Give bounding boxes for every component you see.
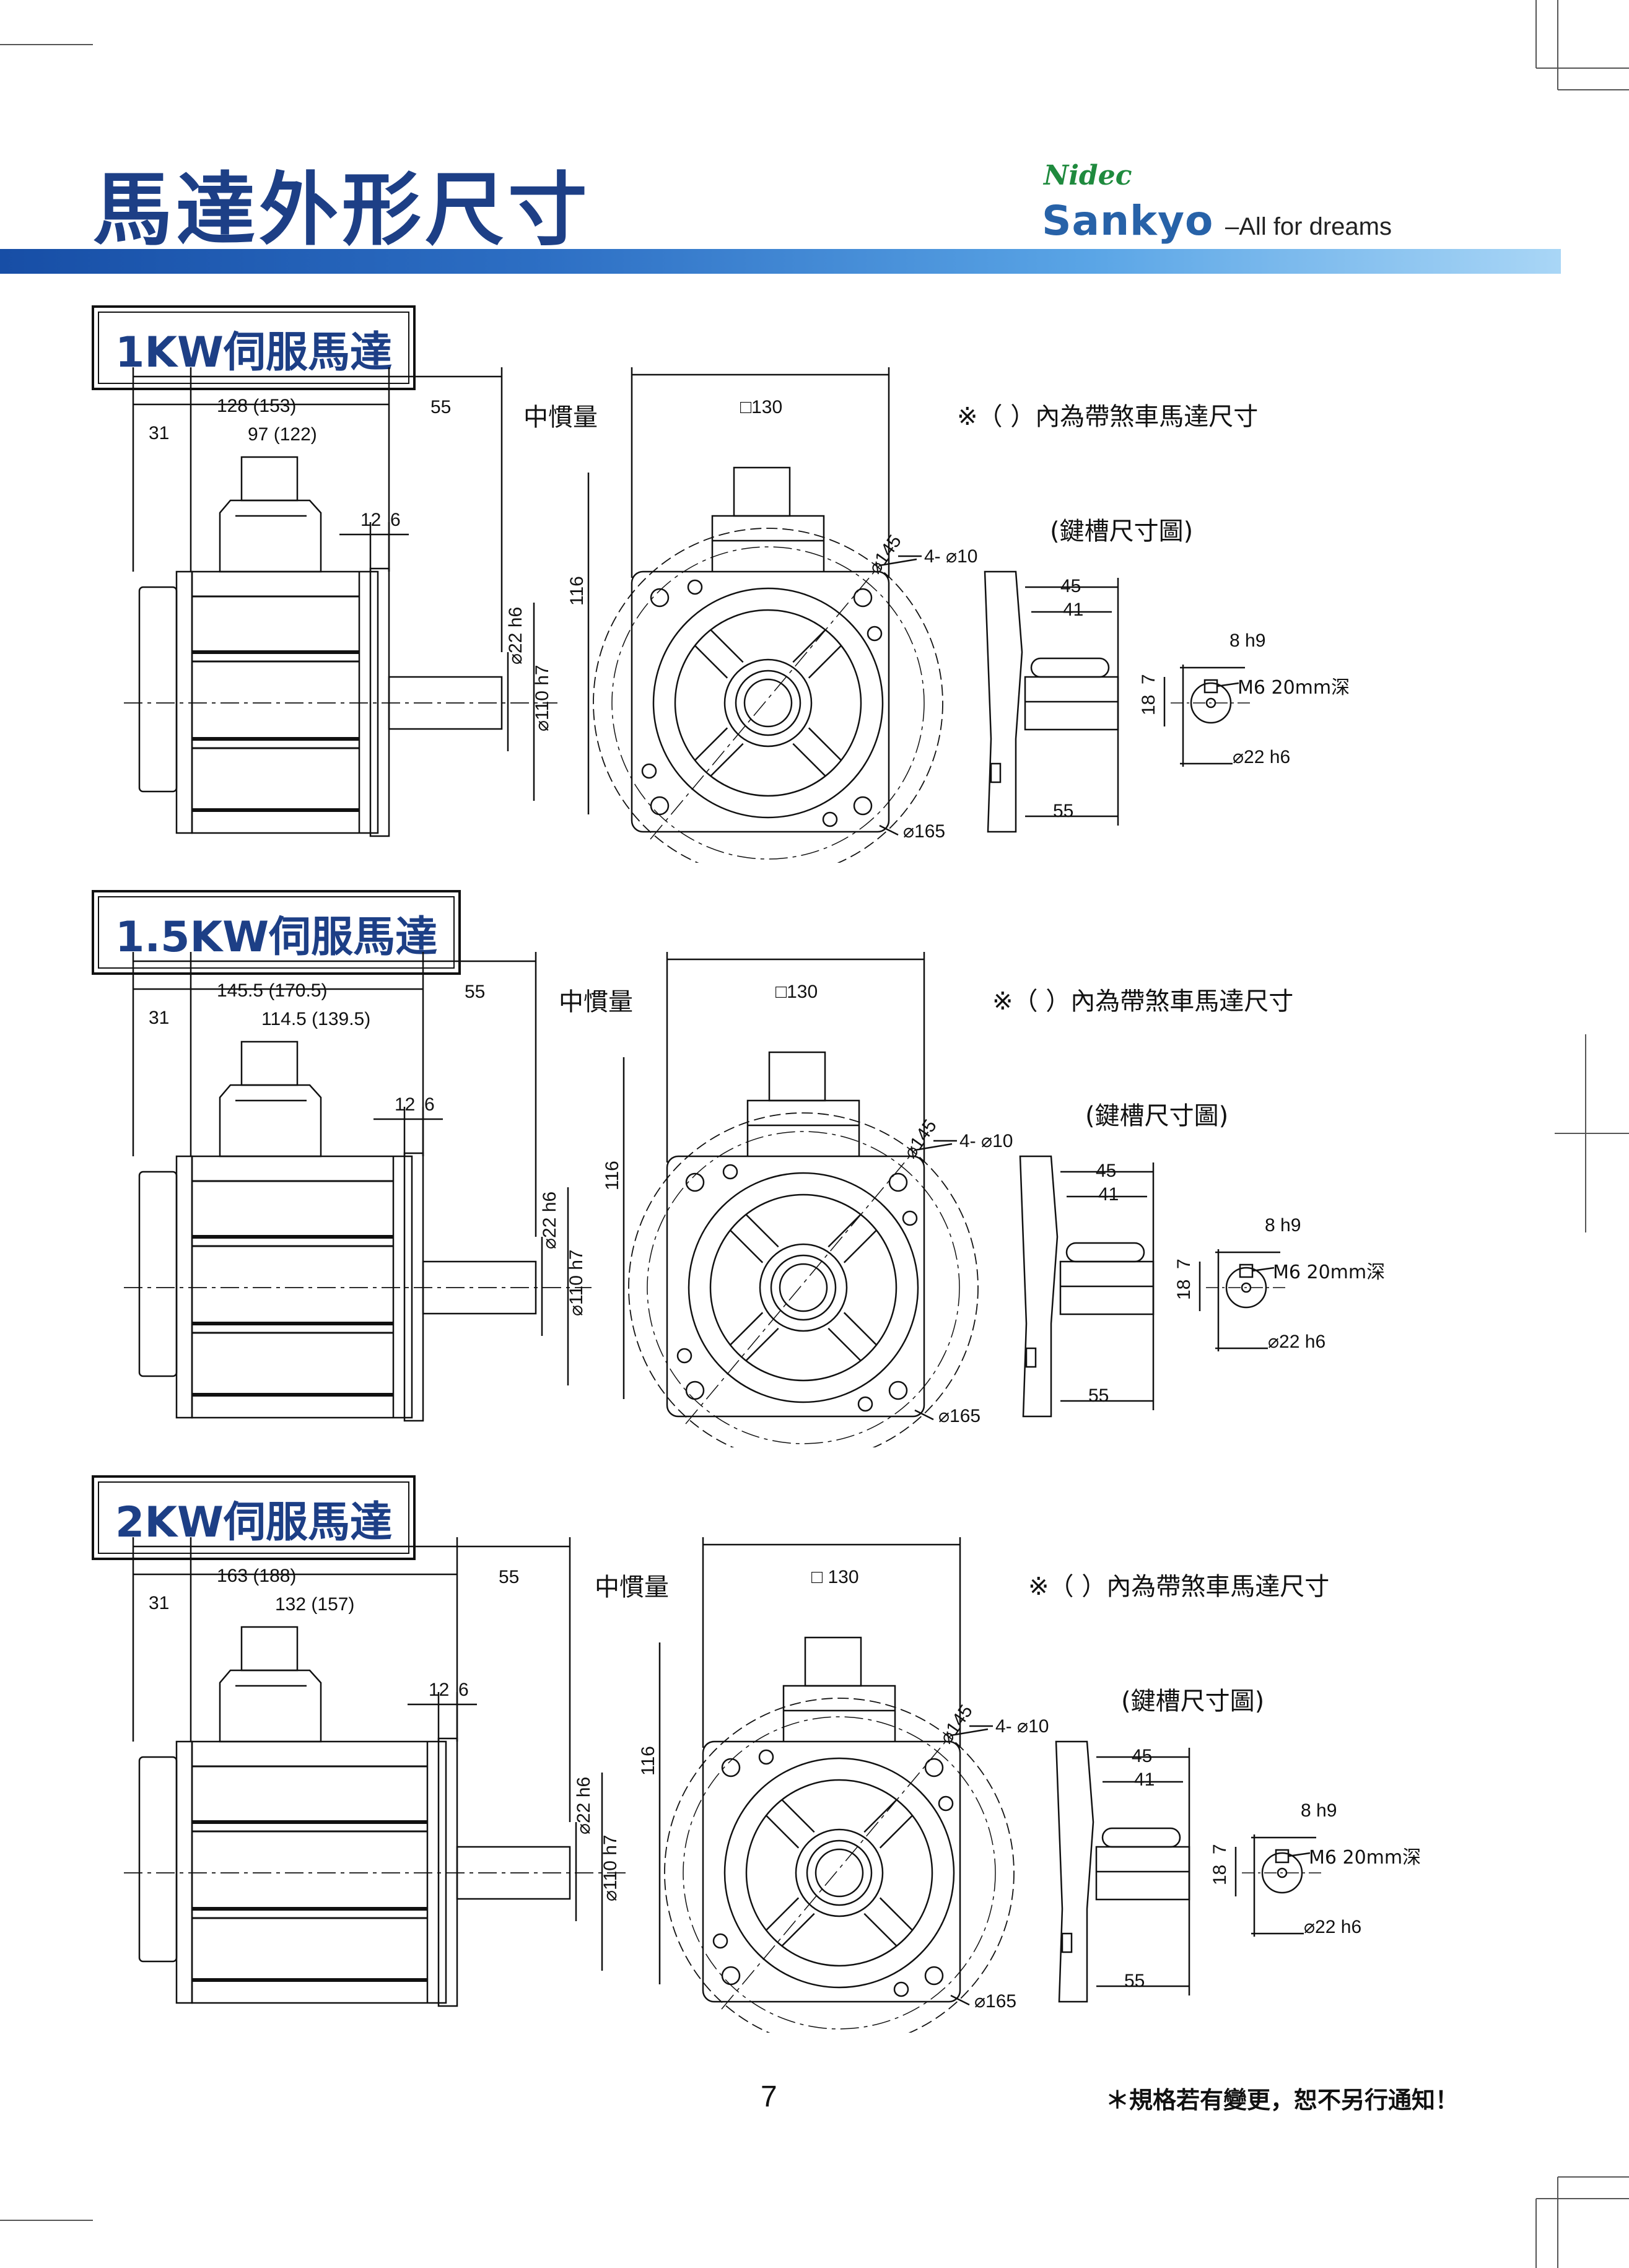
shaft-length-dim: 55 (499, 1567, 520, 1587)
mount-holes-dim: 4- ⌀10 (959, 1131, 1013, 1151)
spigot-diameter-dim: ⌀110 h7 (566, 1249, 587, 1316)
shaft-diameter-dim: ⌀22 h6 (574, 1776, 594, 1834)
key-shaft-length-dim: 55 (1053, 801, 1074, 821)
page-title: 馬達外形尺寸 (93, 164, 592, 256)
brake-dimension-note: ※（ ）內為帶煞車馬達尺寸 (1028, 1572, 1330, 1601)
key-width-dim: 8 h9 (1229, 630, 1266, 651)
flange-gap-dim: 6 (458, 1680, 469, 1700)
motor-section: 2KW伺服馬達 163 (188) 31 132 (157) 55 12 6 ⌀22 h6 ⌀1… (0, 1475, 1629, 2033)
keyway-title: (鍵槽尺寸圖) (1085, 1102, 1229, 1130)
key-length-inner-dim: 41 (1063, 600, 1084, 620)
body-length-dim: 132 (157) (275, 1594, 355, 1615)
brake-dimension-note: ※（ ）內為帶煞車馬達尺寸 (992, 987, 1294, 1016)
header-gradient-bar (0, 249, 1561, 274)
flange-thickness-dim: 12 (429, 1680, 450, 1700)
body-length-dim: 97 (122) (248, 424, 317, 445)
motor-section: 1KW伺服馬達 128 (153) 31 97 (122) 55 12 6 ⌀22 h6 ⌀11… (0, 305, 1629, 863)
flange-thickness-dim: 12 (395, 1094, 416, 1115)
height-dim: 116 (602, 1161, 622, 1190)
shaft-length-dim: 55 (430, 397, 452, 417)
key-height-dim: 18 (1210, 1864, 1230, 1885)
body-length-dim: 114.5 (139.5) (261, 1009, 371, 1029)
dimension-drawing (124, 952, 1286, 1447)
section-title: 2KW伺服馬達 (98, 1481, 410, 1554)
logo-tagline-text: All for dreams (1239, 213, 1392, 240)
spigot-diameter-dim: ⌀110 h7 (600, 1834, 621, 1901)
outer-diameter-dim: ⌀165 (903, 821, 946, 842)
page-number: 7 (761, 2080, 777, 2113)
overall-length-dim: 163 (188) (217, 1566, 297, 1586)
key-depth-dim: 7 (1210, 1844, 1230, 1854)
key-length-inner-dim: 41 (1098, 1184, 1119, 1205)
inertia-label: 中慣量 (559, 988, 633, 1016)
shaft-diameter-dim: ⌀22 h6 (539, 1191, 560, 1249)
keyway-title: (鍵槽尺寸圖) (1050, 517, 1194, 546)
key-height-dim: 18 (1174, 1279, 1194, 1300)
section-title: 1KW伺服馬達 (98, 312, 410, 384)
dimension-drawing (124, 367, 1251, 863)
key-height-dim: 18 (1138, 694, 1159, 715)
dimension-drawing (124, 1537, 1322, 2033)
height-dim: 116 (567, 576, 587, 606)
sankyo-logo: Sankyo (1042, 197, 1214, 245)
flange-gap-dim: 6 (424, 1094, 435, 1115)
brake-dimension-note: ※（ ）內為帶煞車馬達尺寸 (957, 403, 1259, 431)
inertia-label: 中慣量 (523, 403, 598, 432)
motor-section: 1.5KW伺服馬達 145.5 (170.5) 31 114.5 (139.5) 55 1… (0, 890, 1629, 1447)
shaft-diameter-dim: ⌀22 h6 (505, 606, 526, 665)
key-length-outer-dim: 45 (1060, 576, 1081, 596)
key-shaft-diameter-dim: ⌀22 h6 (1233, 747, 1291, 767)
key-length-inner-dim: 41 (1134, 1769, 1155, 1790)
tapped-hole-dim: M6 20mm深 (1238, 677, 1350, 699)
rear-length-dim: 31 (149, 1008, 170, 1028)
key-length-outer-dim: 45 (1096, 1161, 1117, 1181)
key-length-outer-dim: 45 (1132, 1746, 1153, 1766)
square-flange-dim: □ 130 (811, 1567, 859, 1587)
key-depth-dim: 7 (1174, 1258, 1194, 1269)
keyway-title: (鍵槽尺寸圖) (1121, 1687, 1265, 1716)
key-depth-dim: 7 (1138, 674, 1159, 684)
overall-length-dim: 145.5 (170.5) (217, 980, 328, 1001)
flange-gap-dim: 6 (390, 510, 401, 530)
outer-diameter-dim: ⌀165 (938, 1406, 981, 1426)
mount-holes-dim: 4- ⌀10 (995, 1716, 1049, 1737)
logo-tagline: –All for dreams (1225, 213, 1392, 240)
key-shaft-diameter-dim: ⌀22 h6 (1304, 1917, 1362, 1937)
rear-length-dim: 31 (149, 423, 170, 443)
key-shaft-diameter-dim: ⌀22 h6 (1268, 1332, 1326, 1352)
overall-length-dim: 128 (153) (217, 396, 297, 416)
square-flange-dim: □130 (775, 982, 818, 1002)
tapped-hole-dim: M6 20mm深 (1309, 1847, 1422, 1869)
spigot-diameter-dim: ⌀110 h7 (532, 665, 552, 731)
nidec-logo: Nidec (1044, 160, 1132, 191)
key-width-dim: 8 h9 (1265, 1215, 1301, 1236)
height-dim: 116 (638, 1746, 658, 1776)
square-flange-dim: □130 (740, 397, 783, 417)
rear-length-dim: 31 (149, 1593, 170, 1613)
key-shaft-length-dim: 55 (1124, 1971, 1145, 1991)
mount-holes-dim: 4- ⌀10 (924, 546, 978, 567)
shaft-length-dim: 55 (465, 982, 486, 1002)
inertia-label: 中慣量 (595, 1573, 669, 1602)
key-width-dim: 8 h9 (1301, 1800, 1337, 1821)
section-title: 1.5KW伺服馬達 (98, 896, 455, 969)
outer-diameter-dim: ⌀165 (974, 1991, 1017, 2012)
footer-note: ＊規格若有變更，恕不另行通知！ (1106, 2087, 1459, 2114)
key-shaft-length-dim: 55 (1088, 1385, 1109, 1406)
tapped-hole-dim: M6 20mm深 (1273, 1262, 1386, 1283)
flange-thickness-dim: 12 (360, 510, 382, 530)
